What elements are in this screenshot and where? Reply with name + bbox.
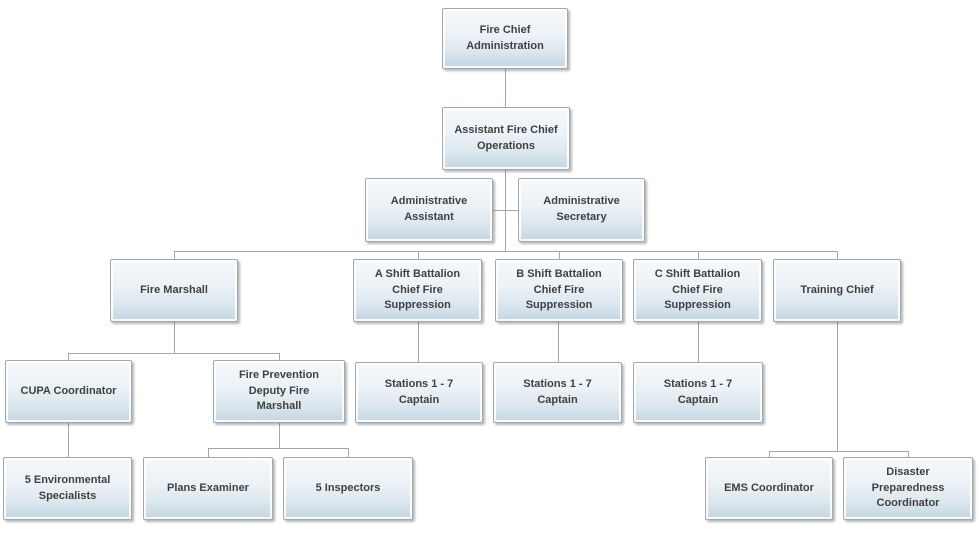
connector-line	[208, 448, 348, 449]
connector-line	[418, 251, 419, 259]
connector-line	[68, 353, 69, 360]
node-a-shift-battalion-chief[interactable]: A Shift Battalion Chief Fire Suppression	[353, 259, 482, 322]
node-c-shift-battalion-chief[interactable]: C Shift Battalion Chief Fire Suppression	[633, 259, 762, 322]
connector-line	[348, 448, 349, 457]
node-disaster-preparedness-coordinator[interactable]: Disaster Preparedness Coordinator	[843, 457, 973, 520]
node-assistant-fire-chief-operations[interactable]: Assistant Fire Chief Operations	[442, 107, 570, 170]
connector-line	[68, 423, 69, 457]
connector-line	[279, 353, 280, 360]
connector-line	[279, 423, 280, 448]
connector-line	[68, 353, 279, 354]
connector-line	[208, 448, 209, 457]
connector-line	[908, 451, 909, 457]
node-cupa-coordinator[interactable]: CUPA Coordinator	[5, 360, 132, 423]
node-fire-prevention-deputy-fire-marshall[interactable]: Fire Prevention Deputy Fire Marshall	[213, 360, 345, 423]
connector-line	[558, 322, 559, 362]
node-stations-captain-c[interactable]: Stations 1 - 7 Captain	[633, 362, 763, 423]
connector-line	[769, 451, 908, 452]
node-stations-captain-b[interactable]: Stations 1 - 7 Captain	[493, 362, 622, 423]
connector-line	[174, 251, 838, 252]
connector-line	[174, 322, 175, 353]
connector-line	[418, 322, 419, 362]
connector-line	[837, 322, 838, 451]
node-fire-marshall[interactable]: Fire Marshall	[110, 259, 238, 322]
node-b-shift-battalion-chief[interactable]: B Shift Battalion Chief Fire Suppression	[495, 259, 623, 322]
connector-line	[493, 210, 518, 211]
node-administrative-secretary[interactable]: Administrative Secretary	[518, 178, 645, 242]
node-stations-captain-a[interactable]: Stations 1 - 7 Captain	[355, 362, 483, 423]
node-environmental-specialists[interactable]: 5 Environmental Specialists	[3, 457, 132, 520]
connector-line	[837, 251, 838, 259]
connector-line	[174, 251, 175, 259]
node-ems-coordinator[interactable]: EMS Coordinator	[705, 457, 833, 520]
connector-line	[698, 322, 699, 362]
node-administrative-assistant[interactable]: Administrative Assistant	[365, 178, 493, 242]
connector-line	[559, 251, 560, 259]
node-fire-chief-administration[interactable]: Fire Chief Administration	[442, 8, 568, 69]
node-plans-examiner[interactable]: Plans Examiner	[143, 457, 273, 520]
connector-line	[769, 451, 770, 457]
connector-line	[698, 251, 699, 259]
node-training-chief[interactable]: Training Chief	[773, 259, 901, 322]
connector-line	[505, 69, 506, 107]
node-inspectors[interactable]: 5 Inspectors	[283, 457, 413, 520]
